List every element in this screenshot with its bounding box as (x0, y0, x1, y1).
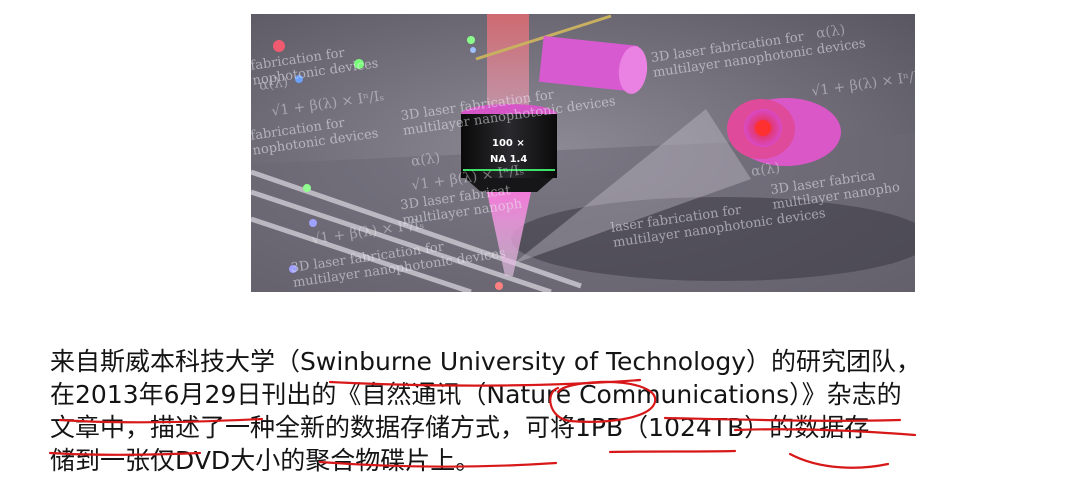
text-segment: 日刊出的《自然通讯（ (236, 380, 487, 409)
article-paragraph: 来自斯威本科技大学（Swinburne University of Techno… (50, 345, 1050, 477)
university-name: Swinburne University of Technology (300, 347, 746, 376)
paragraph-line-2: 在2013年6月29日刊出的《自然通讯（Nature Communication… (50, 378, 1050, 411)
light-dots (273, 36, 503, 290)
beam-splitter (475, 14, 612, 61)
text-segment: 储到一张仅 (50, 446, 176, 475)
paragraph-line-3: 文章中，描述了一种全新的数据存储方式，可将1PB（1024TB）的数据存 (50, 411, 1050, 444)
figure-illustration (251, 14, 915, 292)
pink-cylinder (538, 35, 648, 94)
paragraph-line-1: 来自斯威本科技大学（Swinburne University of Techno… (50, 345, 1050, 378)
text-segment: 来自斯威本科技大学（ (50, 347, 301, 376)
capacity-1pb: 1PB (575, 413, 624, 442)
laser-fabrication-figure: 3D laser fabrication for multilayer nano… (251, 14, 915, 292)
journal-name-communications: Communications）》杂志的 (571, 380, 902, 409)
dvd-term: DVD (175, 446, 231, 475)
magnified-inset (727, 98, 841, 166)
sample-disc (511, 197, 915, 281)
journal-name-nature: Nature (486, 380, 572, 409)
capacity-1024tb: 1024TB (648, 413, 745, 442)
objective-lens (461, 104, 557, 192)
paragraph-line-4: 储到一张仅DVD大小的聚合物碟片上。 (50, 444, 1050, 477)
text-segment: 大小的聚合物碟片上。 (230, 446, 481, 475)
text-segment: 文章中，描述了一种全新的数据存储方式，可将 (50, 413, 576, 442)
text-segment: 在 (50, 380, 76, 409)
focus-cone (487, 192, 531, 276)
text-segment: （ (623, 413, 649, 442)
publication-date: 2013年6月29 (75, 380, 237, 409)
text-segment: ）的研究团队， (746, 347, 922, 376)
magnification-ray (513, 109, 751, 264)
text-segment: ）的数据存 (744, 413, 870, 442)
